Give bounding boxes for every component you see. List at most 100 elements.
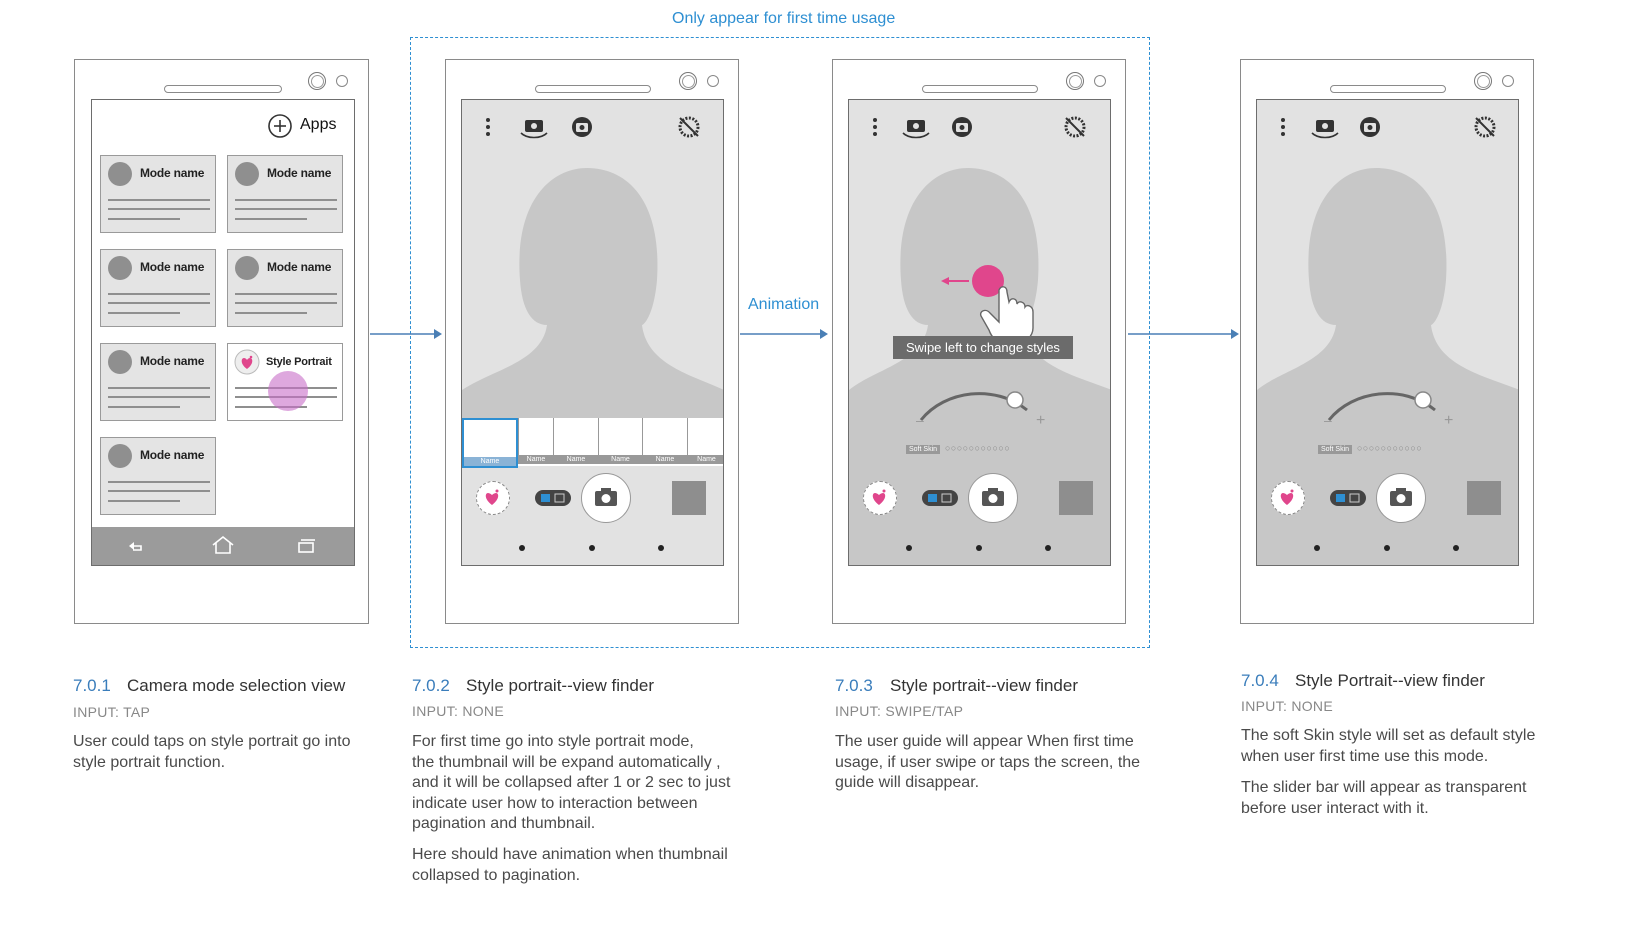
thumbnail-label: Name [643,455,687,464]
speaker [164,85,282,93]
hdr-off-icon[interactable] [1063,115,1087,139]
style-thumbnail[interactable]: Name [598,418,642,464]
photo-video-icon [1336,493,1360,503]
portrait-silhouette [1257,168,1518,565]
viewfinder-screen: Swipe left to change styles – + Soft Ski… [848,99,1111,566]
caption-description: For first time go into style portrait mo… [412,733,731,832]
mode-name: Mode name [140,166,205,180]
mode-name: Mode name [140,354,205,368]
speaker [1330,85,1446,93]
apps-label: Apps [300,116,337,133]
caption-description-extra: Here should have animation when thumbnai… [412,846,728,884]
gallery-thumbnail[interactable] [1467,481,1501,515]
mode-card[interactable]: Mode name [227,155,343,233]
caption-input: INPUT: SWIPE/TAP [835,703,964,719]
pagination-dot [1314,545,1320,551]
caption-input: INPUT: NONE [412,703,504,719]
home-icon[interactable] [211,535,235,555]
style-thumbnail-strip: Name Name Name Name Name Name [462,418,723,468]
photo-video-toggle[interactable] [535,490,571,506]
sensor [707,75,719,87]
menu-icon[interactable] [1279,116,1287,138]
style-portrait-icon [872,489,886,505]
gallery-thumbnail[interactable] [1059,481,1093,515]
mode-name: Mode name [140,260,205,274]
thumbnail-label: Name [688,455,723,464]
style-thumbnail[interactable]: Name [642,418,687,464]
mode-card[interactable]: Mode name [100,249,216,327]
slider-plus-label: + [1036,412,1046,429]
style-portrait-card[interactable]: Style Portrait [227,343,343,421]
mode-card[interactable]: Mode name [100,437,216,515]
mode-name: Mode name [267,166,332,180]
menu-icon[interactable] [871,116,879,138]
hdr-off-icon[interactable] [677,115,701,139]
camera-mode-icon[interactable] [570,115,594,139]
back-icon[interactable] [126,537,146,555]
swipe-gesture-illustration [941,265,1034,340]
hdr-off-icon[interactable] [1473,115,1497,139]
sensor [1502,75,1514,87]
caption-title: Camera mode selection view [127,676,346,695]
pagination-dot [658,545,664,551]
viewfinder-screen: – + Soft Skin ○○○○○○○○○○○ [1256,99,1519,566]
switch-camera-icon[interactable] [1310,115,1340,139]
caption-number: 7.0.3 [835,676,873,695]
mode-name: Mode name [140,448,205,462]
pagination-dot [589,545,595,551]
slider-plus-label: + [1444,412,1454,429]
shutter-button[interactable] [581,473,631,523]
caption-number: 7.0.2 [412,676,450,695]
style-name-tag: Soft Skin [1318,445,1353,454]
caption-title: Style Portrait--view finder [1295,671,1485,690]
pagination-dot [906,545,912,551]
style-portrait-icon [1280,489,1294,505]
style-portrait-icon [485,489,499,505]
mode-card[interactable]: Mode name [100,155,216,233]
caption-description: The soft Skin style will set as default … [1241,727,1536,765]
photo-video-toggle[interactable] [1330,490,1366,506]
style-thumbnail[interactable]: Name [553,418,598,464]
recent-apps-icon[interactable] [296,537,316,555]
style-picker-button[interactable] [863,481,897,515]
mode-card[interactable]: Mode name [100,343,216,421]
style-thumbnail[interactable]: Name [687,418,723,464]
front-camera [308,72,326,90]
style-picker-button[interactable] [476,481,510,515]
mode-icon [235,162,259,186]
style-pagination-dots: ○○○○○○○○○○○ [1357,443,1423,453]
front-camera [679,72,697,90]
caption-input: INPUT: TAP [73,704,151,720]
switch-camera-icon[interactable] [901,115,931,139]
style-thumbnail-selected[interactable]: Name [462,418,518,468]
caption-title: Style portrait--view finder [466,676,655,695]
menu-icon[interactable] [484,116,492,138]
front-camera [1066,72,1084,90]
camera-mode-icon[interactable] [950,115,974,139]
intensity-slider[interactable] [915,384,1055,434]
photo-video-icon [541,493,565,503]
photo-video-toggle[interactable] [922,490,958,506]
style-thumbnail[interactable]: Name [518,418,553,464]
intensity-slider[interactable] [1323,384,1463,434]
add-apps-button[interactable]: Apps [267,113,347,139]
caption-title: Style portrait--view finder [890,676,1079,695]
gallery-thumbnail[interactable] [672,481,706,515]
mode-card[interactable]: Mode name [227,249,343,327]
camera-mode-icon[interactable] [1358,115,1382,139]
shutter-button[interactable] [968,473,1018,523]
first-time-usage-group [410,37,1150,648]
slider-minus-label: – [916,412,924,428]
caption-number: 7.0.1 [73,676,111,695]
shutter-button[interactable] [1376,473,1426,523]
style-pagination-dots: ○○○○○○○○○○○ [945,443,1011,453]
sensor [1094,75,1106,87]
mode-icon [108,256,132,280]
slider-minus-label: – [1324,412,1332,428]
style-picker-button[interactable] [1271,481,1305,515]
style-portrait-icon [234,349,260,375]
pagination-dot [1453,545,1459,551]
switch-camera-icon[interactable] [519,115,549,139]
first-time-usage-label: Only appear for first time usage [672,10,896,27]
